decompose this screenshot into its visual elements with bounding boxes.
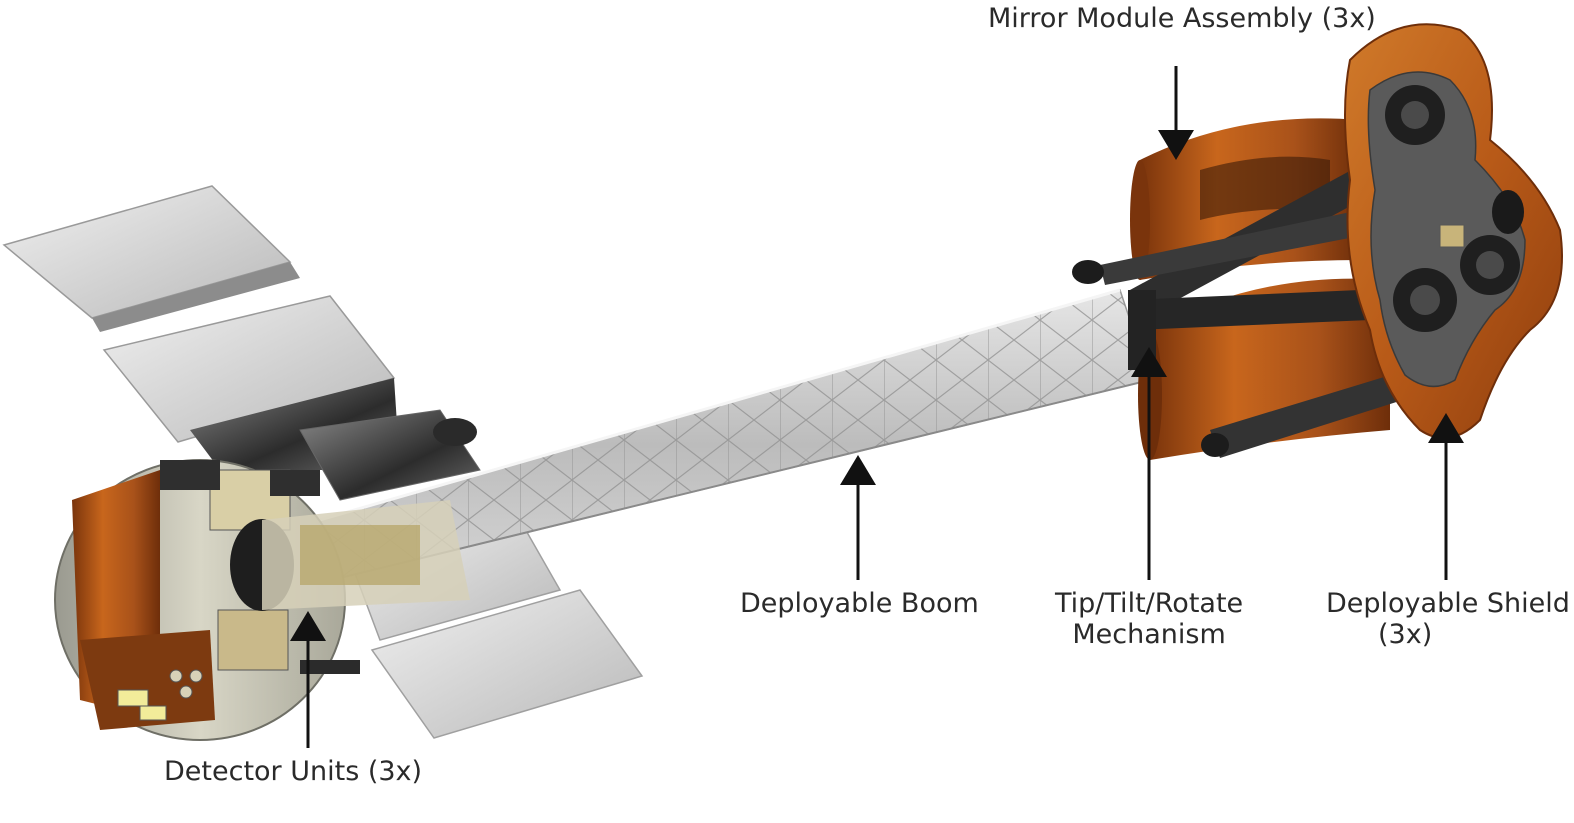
solar-panel-upper-1 [2,185,300,332]
label-detector-units: Detector Units (3x) [164,756,422,787]
deployable-boom [249,288,1151,601]
label-mirror-module-text: Mirror Module Assembly (3x) [988,3,1376,34]
label-shield-line2: (3x) [1378,619,1433,650]
label-tip-tilt-line1: Tip/Tilt/Rotate [1055,588,1244,619]
label-detector-units-text: Detector Units (3x) [164,756,423,787]
label-deployable-shield: Deployable Shield (3x) [1326,588,1570,650]
detector-units [230,500,470,674]
label-deployable-boom-text: Deployable Boom [740,588,979,619]
label-mirror-module-assembly: Mirror Module Assembly (3x) [988,3,1376,34]
solar-panel-upper-3 [299,409,481,501]
label-deployable-boom: Deployable Boom [740,588,979,619]
solar-panel-lower-2 [370,589,644,739]
label-tip-tilt-line2: Mechanism [1072,619,1226,650]
deployable-shield [1344,23,1563,439]
label-tip-tilt-rotate: Tip/Tilt/Rotate Mechanism [1055,588,1243,650]
label-shield-line1: Deployable Shield [1326,588,1570,619]
